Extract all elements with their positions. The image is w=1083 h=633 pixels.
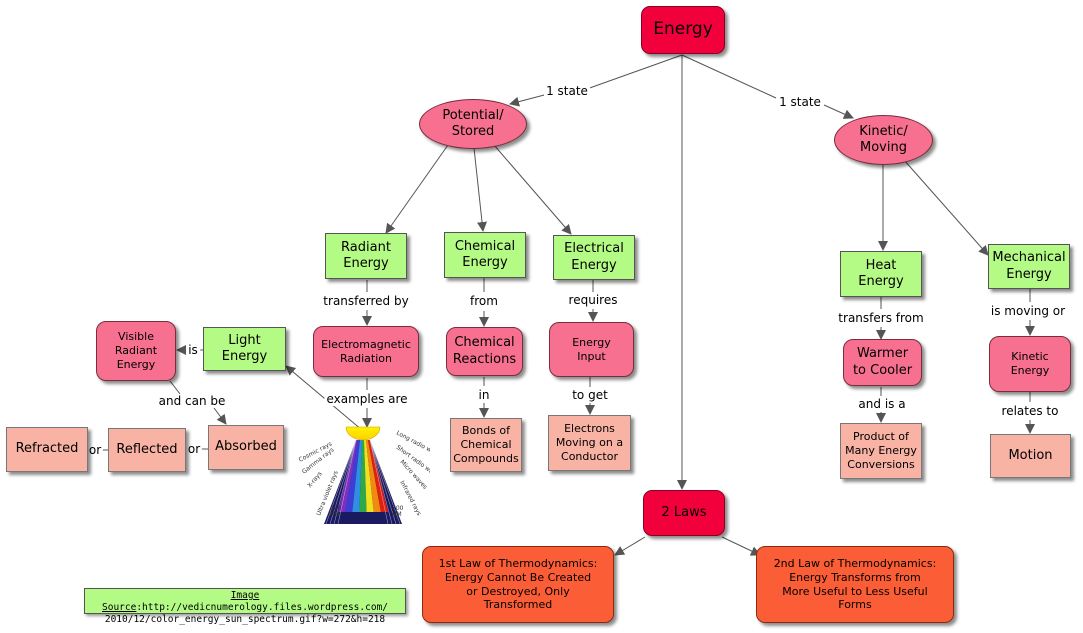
link-label-1-state-right: 1 state bbox=[777, 95, 823, 109]
spectrum-ray bbox=[369, 439, 397, 525]
link-label-from: from bbox=[468, 294, 500, 308]
spectrum-band bbox=[338, 440, 358, 512]
refracted-node[interactable]: Refracted bbox=[6, 427, 88, 472]
image-source-caption: Image Source:http://vedicnumerology.file… bbox=[84, 588, 406, 625]
reflected-node[interactable]: Reflected bbox=[108, 428, 186, 472]
image-source-label[interactable]: Image Source bbox=[102, 590, 260, 613]
spectrum-band bbox=[345, 440, 360, 512]
kinetic-moving-node[interactable]: Kinetic/ Moving bbox=[834, 115, 933, 165]
absorbed-node[interactable]: Absorbed bbox=[208, 425, 284, 470]
two-laws-node[interactable]: 2 Laws bbox=[643, 490, 725, 536]
link-label-to-get: to get bbox=[570, 388, 610, 402]
link-label-1-state-left: 1 state bbox=[544, 84, 590, 98]
radiant-energy-node[interactable]: Radiant Energy bbox=[325, 233, 407, 279]
image-source-url-part2: 2010/12/color_energy_sun_spectrum.gif?w=… bbox=[104, 614, 386, 625]
electrical-energy-node[interactable]: Electrical Energy bbox=[553, 235, 635, 280]
link-label-relates-to: relates to bbox=[999, 404, 1061, 418]
potential-stored-node[interactable]: Potential/ Stored bbox=[419, 99, 527, 149]
first-law-node[interactable]: 1st Law of Thermodynamics: Energy Cannot… bbox=[422, 546, 614, 623]
link-label-is-moving-or: is moving or bbox=[988, 304, 1068, 318]
spectrum-ray bbox=[369, 439, 393, 525]
product-of-conversions-node[interactable]: Product of Many Energy Conversions bbox=[840, 423, 922, 479]
spectrum-ray bbox=[325, 439, 357, 525]
electrons-moving-node[interactable]: Electrons Moving on a Conductor bbox=[548, 415, 631, 471]
link-label-or-right: or bbox=[185, 442, 203, 456]
link-label-transferred-by: transferred by bbox=[321, 294, 411, 308]
link-label-is: is bbox=[186, 343, 200, 357]
spectrum-ray bbox=[329, 439, 357, 525]
link-label-transfers-from: transfers from bbox=[836, 311, 926, 325]
sun-shape bbox=[345, 426, 381, 441]
chemical-energy-node[interactable]: Chemical Energy bbox=[444, 232, 526, 278]
bonds-of-chemical-compounds-node[interactable]: Bonds of Chemical Compounds bbox=[450, 418, 522, 472]
spectrum-band bbox=[364, 440, 374, 512]
spectrum-image: Cosmic rays Gamma rays X-rays Ultra viol… bbox=[298, 426, 430, 525]
spectrum-beams bbox=[324, 439, 402, 525]
image-source-url-part1: :http://vedicnumerology.files.wordpress.… bbox=[136, 602, 388, 613]
spectrum-band bbox=[368, 440, 388, 512]
spectrum-band bbox=[359, 440, 367, 512]
spectrum-label-x-rays: X-rays bbox=[306, 470, 323, 489]
spectrum-ray bbox=[369, 439, 401, 525]
energy-input-node[interactable]: Energy Input bbox=[549, 322, 634, 377]
chemical-reactions-node[interactable]: Chemical Reactions bbox=[446, 327, 523, 376]
second-law-node[interactable]: 2nd Law of Thermodynamics: Energy Transf… bbox=[756, 546, 954, 623]
link-label-examples-are: examples are bbox=[324, 392, 410, 406]
light-energy-node[interactable]: Light Energy bbox=[203, 327, 286, 371]
spectrum-right-labels: Long radio waves Short radio waves Micro… bbox=[395, 430, 430, 517]
link-label-or-left: or bbox=[86, 443, 104, 457]
link-label-and-is-a: and is a bbox=[856, 397, 908, 411]
kinetic-energy-node[interactable]: Kinetic Energy bbox=[989, 336, 1071, 392]
mechanical-energy-node[interactable]: Mechanical Energy bbox=[988, 244, 1070, 289]
spectrum-band bbox=[366, 440, 381, 512]
energy-node[interactable]: Energy bbox=[641, 6, 725, 54]
heat-energy-node[interactable]: Heat Energy bbox=[840, 251, 922, 297]
spectrum-ray bbox=[369, 439, 389, 525]
visible-radiant-energy-node[interactable]: Visible Radiant Energy bbox=[96, 321, 176, 381]
spectrum-ray bbox=[333, 439, 357, 525]
motion-node[interactable]: Motion bbox=[990, 434, 1071, 478]
link-label-and-can-be: and can be bbox=[156, 394, 228, 408]
warmer-to-cooler-node[interactable]: Warmer to Cooler bbox=[843, 339, 922, 386]
electromagnetic-radiation-node[interactable]: Electromagnetic Radiation bbox=[313, 326, 419, 377]
link-label-in: in bbox=[476, 388, 492, 402]
link-label-requires: requires bbox=[566, 293, 620, 307]
spectrum-ray bbox=[337, 439, 357, 525]
spectrum-band bbox=[352, 440, 362, 512]
